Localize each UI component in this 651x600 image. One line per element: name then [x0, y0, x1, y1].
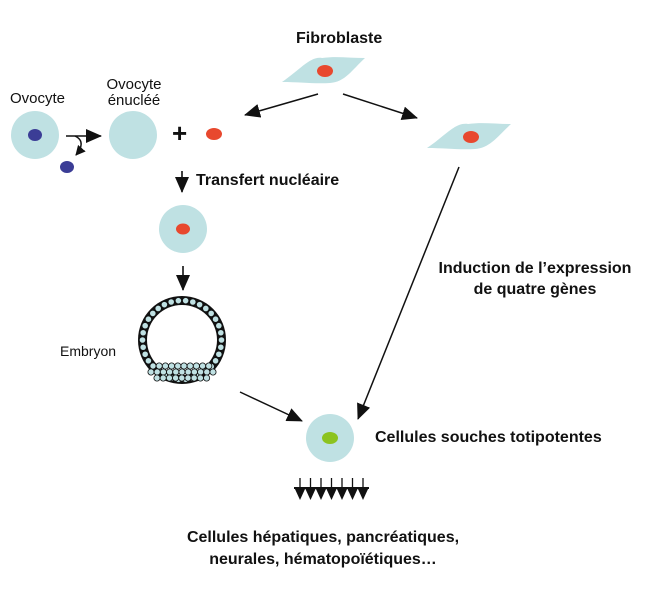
- label-induction: Induction de l’expression de quatre gène…: [420, 258, 650, 300]
- inner-cell-mass-cell: [147, 368, 155, 376]
- trophoblast-cell: [141, 350, 149, 358]
- inner-cell-mass-cell: [165, 374, 173, 382]
- inner-cell-mass-cell: [172, 374, 180, 382]
- inner-cell-mass-cell: [155, 362, 163, 370]
- inner-cell-mass-cell: [149, 362, 157, 370]
- inner-cell-mass-cell: [168, 362, 176, 370]
- multi-arrow-head: [294, 488, 306, 500]
- trophoblast-cell: [215, 350, 223, 358]
- label-fibroblaste: Fibroblaste: [296, 30, 383, 47]
- fibroblast-cell-icon-right: [427, 123, 511, 150]
- enucleated-oocyte-icon: [109, 111, 157, 159]
- inner-cell-mass-cell: [178, 368, 186, 376]
- inner-cell-mass-cell: [184, 374, 192, 382]
- label-ovocyte-enuclee-line2: énucléé: [107, 92, 161, 109]
- inner-cell-mass-cell: [172, 368, 180, 376]
- inner-cell-mass-cell: [153, 368, 161, 376]
- inner-cell-mass-cell: [205, 362, 213, 370]
- inner-cell-mass-cell: [166, 368, 174, 376]
- arrow-fibroblast-to-nucleus: [244, 93, 319, 118]
- reconstructed-cell-icon: [159, 205, 207, 253]
- fibroblast-cell-icon: [282, 57, 365, 84]
- inner-cell-mass-cell: [203, 374, 211, 382]
- trophoblast-cell: [154, 304, 162, 313]
- inner-cell-mass-cell: [190, 374, 198, 382]
- plus-sign: +: [172, 118, 188, 148]
- trophoblast-cell: [211, 315, 220, 323]
- trophoblast-cell: [139, 329, 147, 337]
- inner-cell-mass-cell: [203, 368, 211, 376]
- multi-arrow-head: [357, 488, 369, 500]
- trophoblast-cell: [144, 315, 153, 323]
- multi-arrow-head: [336, 488, 348, 500]
- trophoblast-cell: [202, 304, 210, 313]
- inner-cell-mass-cell: [184, 368, 192, 376]
- label-induction-line1: Induction de l’expression: [438, 260, 632, 277]
- trophoblast-cell: [141, 322, 149, 330]
- inner-cell-mass-cell: [153, 374, 161, 382]
- inner-cell-mass-cell: [180, 362, 188, 370]
- inner-cell-mass-cell: [178, 374, 186, 382]
- extracted-nucleus-icon: [60, 161, 74, 173]
- inner-cell-mass-cell: [197, 368, 205, 376]
- label-differenciation-line2: neurales, hématopoïétiques…: [209, 551, 437, 568]
- inner-cell-mass-cell: [199, 362, 207, 370]
- label-differenciation-line1: Cellules hépatiques, pancréatiques,: [186, 529, 460, 546]
- inner-cell-mass-cell: [174, 362, 182, 370]
- blastocyst-icon: [138, 296, 226, 384]
- trophoblast-cell: [207, 309, 215, 317]
- multi-arrow-head: [305, 488, 316, 500]
- oocyte-cell-icon: [11, 111, 59, 159]
- trophoblast-cell: [149, 309, 157, 317]
- label-ovocyte-enuclee: Ovocyte énucléé: [103, 76, 165, 109]
- inner-cell-mass-cell: [209, 368, 217, 376]
- inner-cell-mass-cell: [196, 374, 204, 382]
- trophoblast-cell: [167, 298, 175, 306]
- trophoblast-cell: [215, 322, 223, 330]
- arrow-nucleus-removal: [74, 135, 86, 156]
- inner-cell-mass-cell: [190, 368, 198, 376]
- inner-cell-mass-cell: [161, 362, 169, 370]
- inner-cell-mass-cell: [159, 374, 167, 382]
- trophoblast-cell: [211, 357, 220, 365]
- label-ovocyte-enuclee-line1: Ovocyte: [106, 76, 162, 93]
- label-transfert-nucleaire: Transfert nucléaire: [196, 172, 340, 189]
- inner-cell-mass-cell: [186, 362, 194, 370]
- multi-arrow-icon: [294, 478, 369, 500]
- label-embryon: Embryon: [60, 343, 117, 359]
- trophoblast-cell: [217, 336, 226, 344]
- trophoblast-cell: [139, 343, 147, 351]
- inner-cell-mass-cell: [159, 368, 167, 376]
- trophoblast-cell: [182, 297, 190, 305]
- label-cellules-souches: Cellules souches totipotentes: [375, 429, 602, 446]
- trophoblast-cell: [196, 301, 204, 309]
- trophoblast-cell: [217, 343, 225, 351]
- label-differenciation: Cellules hépatiques, pancréatiques, neur…: [158, 527, 488, 571]
- arrow-induction: [357, 166, 460, 420]
- trophoblast-cell: [217, 329, 225, 337]
- multi-arrow-head: [347, 488, 358, 500]
- trophoblast-cell: [144, 357, 153, 365]
- arrow-fibroblast-to-fibroblast: [342, 93, 418, 121]
- arrow-embryo-to-stem: [239, 391, 303, 422]
- trophoblast-cell: [160, 301, 168, 309]
- label-induction-line2: de quatre gènes: [473, 281, 597, 298]
- inner-cell-mass-cell: [192, 362, 200, 370]
- label-ovocyte: Ovocyte: [10, 90, 66, 107]
- trophoblast-cell: [174, 297, 182, 305]
- trophoblast-cell: [138, 336, 147, 344]
- trophoblast-cell: [189, 298, 197, 306]
- somatic-nucleus-icon: [206, 128, 222, 140]
- multi-arrow-head: [315, 488, 327, 500]
- multi-arrow-head: [326, 488, 337, 500]
- stem-cell-icon: [306, 414, 354, 462]
